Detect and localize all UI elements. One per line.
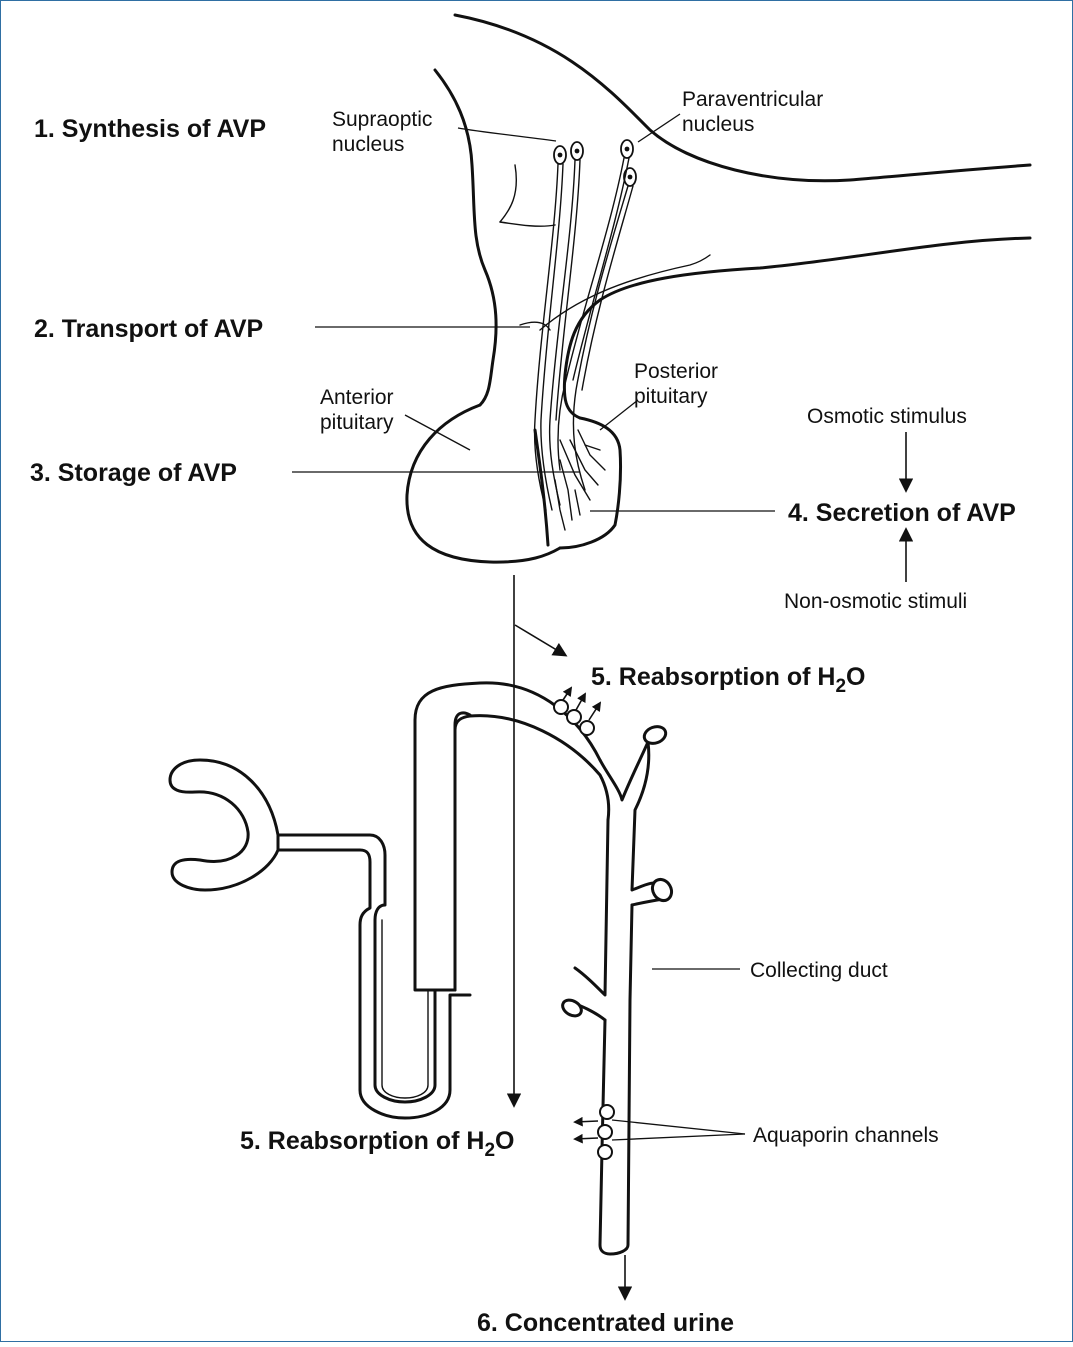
- label-posterior-1: Posterior: [634, 360, 718, 383]
- step-secretion: 4. Secretion of AVP: [788, 499, 1016, 527]
- label-supraoptic-1: Supraoptic: [332, 108, 432, 131]
- reabsorption-bottom-subscript: 2: [484, 1140, 495, 1161]
- reabsorption-top-prefix: 5. Reabsorption of H: [591, 663, 835, 691]
- step-transport: 2. Transport of AVP: [34, 315, 263, 343]
- collecting-duct: [560, 724, 675, 1254]
- label-posterior-2: pituitary: [634, 385, 708, 408]
- step-storage: 3. Storage of AVP: [30, 459, 237, 487]
- reabsorption-top-suffix: O: [846, 663, 865, 691]
- label-non-osmotic: Non-osmotic stimuli: [784, 590, 967, 613]
- label-collecting-duct: Collecting duct: [750, 959, 888, 982]
- step-synthesis: 1. Synthesis of AVP: [34, 115, 266, 143]
- step-reabsorption-top: 5. Reabsorption of H2O: [591, 663, 866, 697]
- nephron: [170, 683, 609, 1118]
- label-anterior-2: pituitary: [320, 411, 394, 434]
- axon-tracts: [535, 158, 633, 510]
- hypothalamus-outline: [435, 15, 1030, 418]
- reabsorption-top-subscript: 2: [835, 676, 846, 697]
- label-osmotic: Osmotic stimulus: [807, 405, 967, 428]
- flow-arrows: [514, 432, 906, 1298]
- aquaporin-channels-top: [554, 688, 600, 735]
- leader-lines: [292, 114, 775, 1140]
- aquaporin-channels-bottom: [575, 1105, 614, 1159]
- label-paraventricular-2: nucleus: [682, 113, 754, 136]
- label-anterior-1: Anterior: [320, 386, 394, 409]
- label-aquaporin: Aquaporin channels: [753, 1124, 939, 1147]
- step-reabsorption-bottom: 5. Reabsorption of H2O: [240, 1127, 515, 1161]
- reabsorption-bottom-prefix: 5. Reabsorption of H: [240, 1127, 484, 1155]
- label-paraventricular-1: Paraventricular: [682, 88, 823, 111]
- label-supraoptic-2: nucleus: [332, 133, 404, 156]
- pituitary: [407, 405, 621, 562]
- step-urine: 6. Concentrated urine: [477, 1309, 734, 1337]
- reabsorption-bottom-suffix: O: [495, 1127, 514, 1155]
- inner-contours: [500, 165, 710, 330]
